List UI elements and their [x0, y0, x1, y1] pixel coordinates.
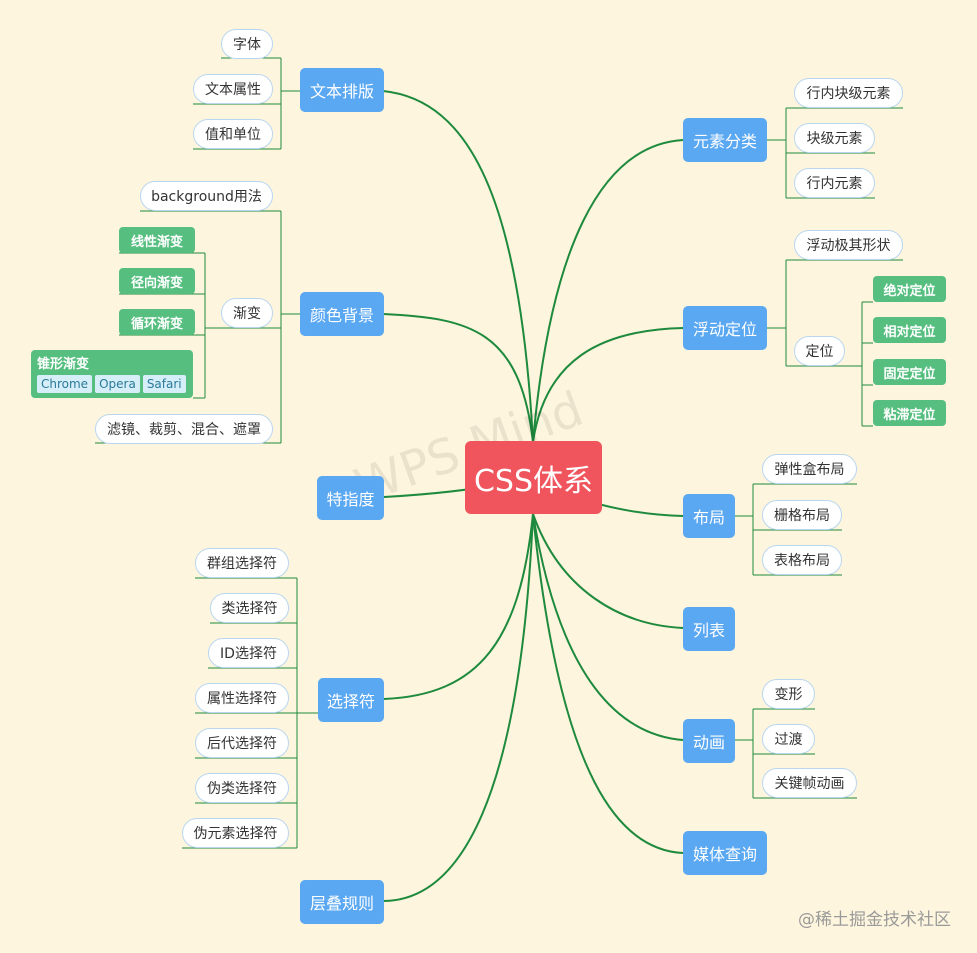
leaf-pseudo-element-selector[interactable]: 伪元素选择符: [182, 818, 289, 848]
branch-float-position[interactable]: 浮动定位: [683, 306, 767, 350]
leaf-gradient[interactable]: 渐变: [221, 298, 273, 328]
root-node[interactable]: CSS体系: [465, 441, 602, 514]
browser-chip-safari: Safari: [142, 375, 186, 393]
leaf-conic-gradient[interactable]: 锥形渐变 Chrome Opera Safari: [31, 350, 193, 398]
leaf-descendant-selector[interactable]: 后代选择符: [195, 728, 289, 758]
leaf-background-usage[interactable]: background用法: [140, 181, 273, 211]
leaf-inline-element[interactable]: 行内元素: [794, 168, 875, 198]
browser-chip-chrome: Chrome: [37, 375, 93, 393]
branch-color-background[interactable]: 颜色背景: [300, 292, 384, 336]
leaf-fixed-position[interactable]: 固定定位: [873, 359, 946, 385]
leaf-sticky-position[interactable]: 粘滞定位: [873, 400, 946, 426]
leaf-flexbox-layout[interactable]: 弹性盒布局: [762, 454, 857, 484]
leaf-absolute-position[interactable]: 绝对定位: [873, 276, 946, 302]
leaf-transform[interactable]: 变形: [762, 679, 815, 709]
branch-animation[interactable]: 动画: [683, 719, 735, 763]
leaf-pseudo-class-selector[interactable]: 伪类选择符: [195, 773, 289, 803]
leaf-text-properties[interactable]: 文本属性: [193, 74, 273, 104]
leaf-radial-gradient[interactable]: 径向渐变: [119, 268, 195, 294]
leaf-class-selector[interactable]: 类选择符: [210, 593, 289, 623]
leaf-relative-position[interactable]: 相对定位: [873, 317, 946, 343]
leaf-id-selector[interactable]: ID选择符: [208, 638, 289, 668]
leaf-transition[interactable]: 过渡: [762, 724, 815, 754]
conic-gradient-label: 锥形渐变: [37, 357, 90, 372]
browser-chip-opera: Opera: [95, 375, 140, 393]
leaf-group-selector[interactable]: 群组选择符: [195, 548, 289, 578]
browser-support-list: Chrome Opera Safari: [37, 375, 187, 393]
branch-text-layout[interactable]: 文本排版: [300, 68, 384, 112]
leaf-table-layout[interactable]: 表格布局: [762, 545, 842, 575]
branch-list[interactable]: 列表: [683, 607, 735, 651]
leaf-block-element[interactable]: 块级元素: [794, 123, 875, 153]
branch-selectors[interactable]: 选择符: [318, 678, 384, 722]
branch-element-types[interactable]: 元素分类: [683, 118, 767, 162]
branch-specificity[interactable]: 特指度: [317, 476, 384, 520]
leaf-float-shapes[interactable]: 浮动极其形状: [794, 230, 903, 260]
leaf-positioning[interactable]: 定位: [794, 336, 845, 366]
branch-layout[interactable]: 布局: [683, 494, 735, 538]
leaf-inline-block-element[interactable]: 行内块级元素: [794, 78, 903, 108]
leaf-repeating-gradient[interactable]: 循环渐变: [119, 309, 195, 335]
leaf-grid-layout[interactable]: 栅格布局: [762, 500, 842, 530]
leaf-filters[interactable]: 滤镜、裁剪、混合、遮罩: [95, 414, 273, 444]
leaf-font[interactable]: 字体: [221, 29, 273, 59]
leaf-values-units[interactable]: 值和单位: [193, 119, 273, 149]
leaf-linear-gradient[interactable]: 线性渐变: [119, 227, 195, 253]
leaf-attribute-selector[interactable]: 属性选择符: [195, 683, 289, 713]
source-credit: @稀土掘金技术社区: [798, 910, 951, 930]
branch-cascade[interactable]: 层叠规则: [300, 880, 384, 924]
leaf-keyframe-animation[interactable]: 关键帧动画: [762, 768, 857, 798]
branch-media-query[interactable]: 媒体查询: [683, 831, 767, 875]
